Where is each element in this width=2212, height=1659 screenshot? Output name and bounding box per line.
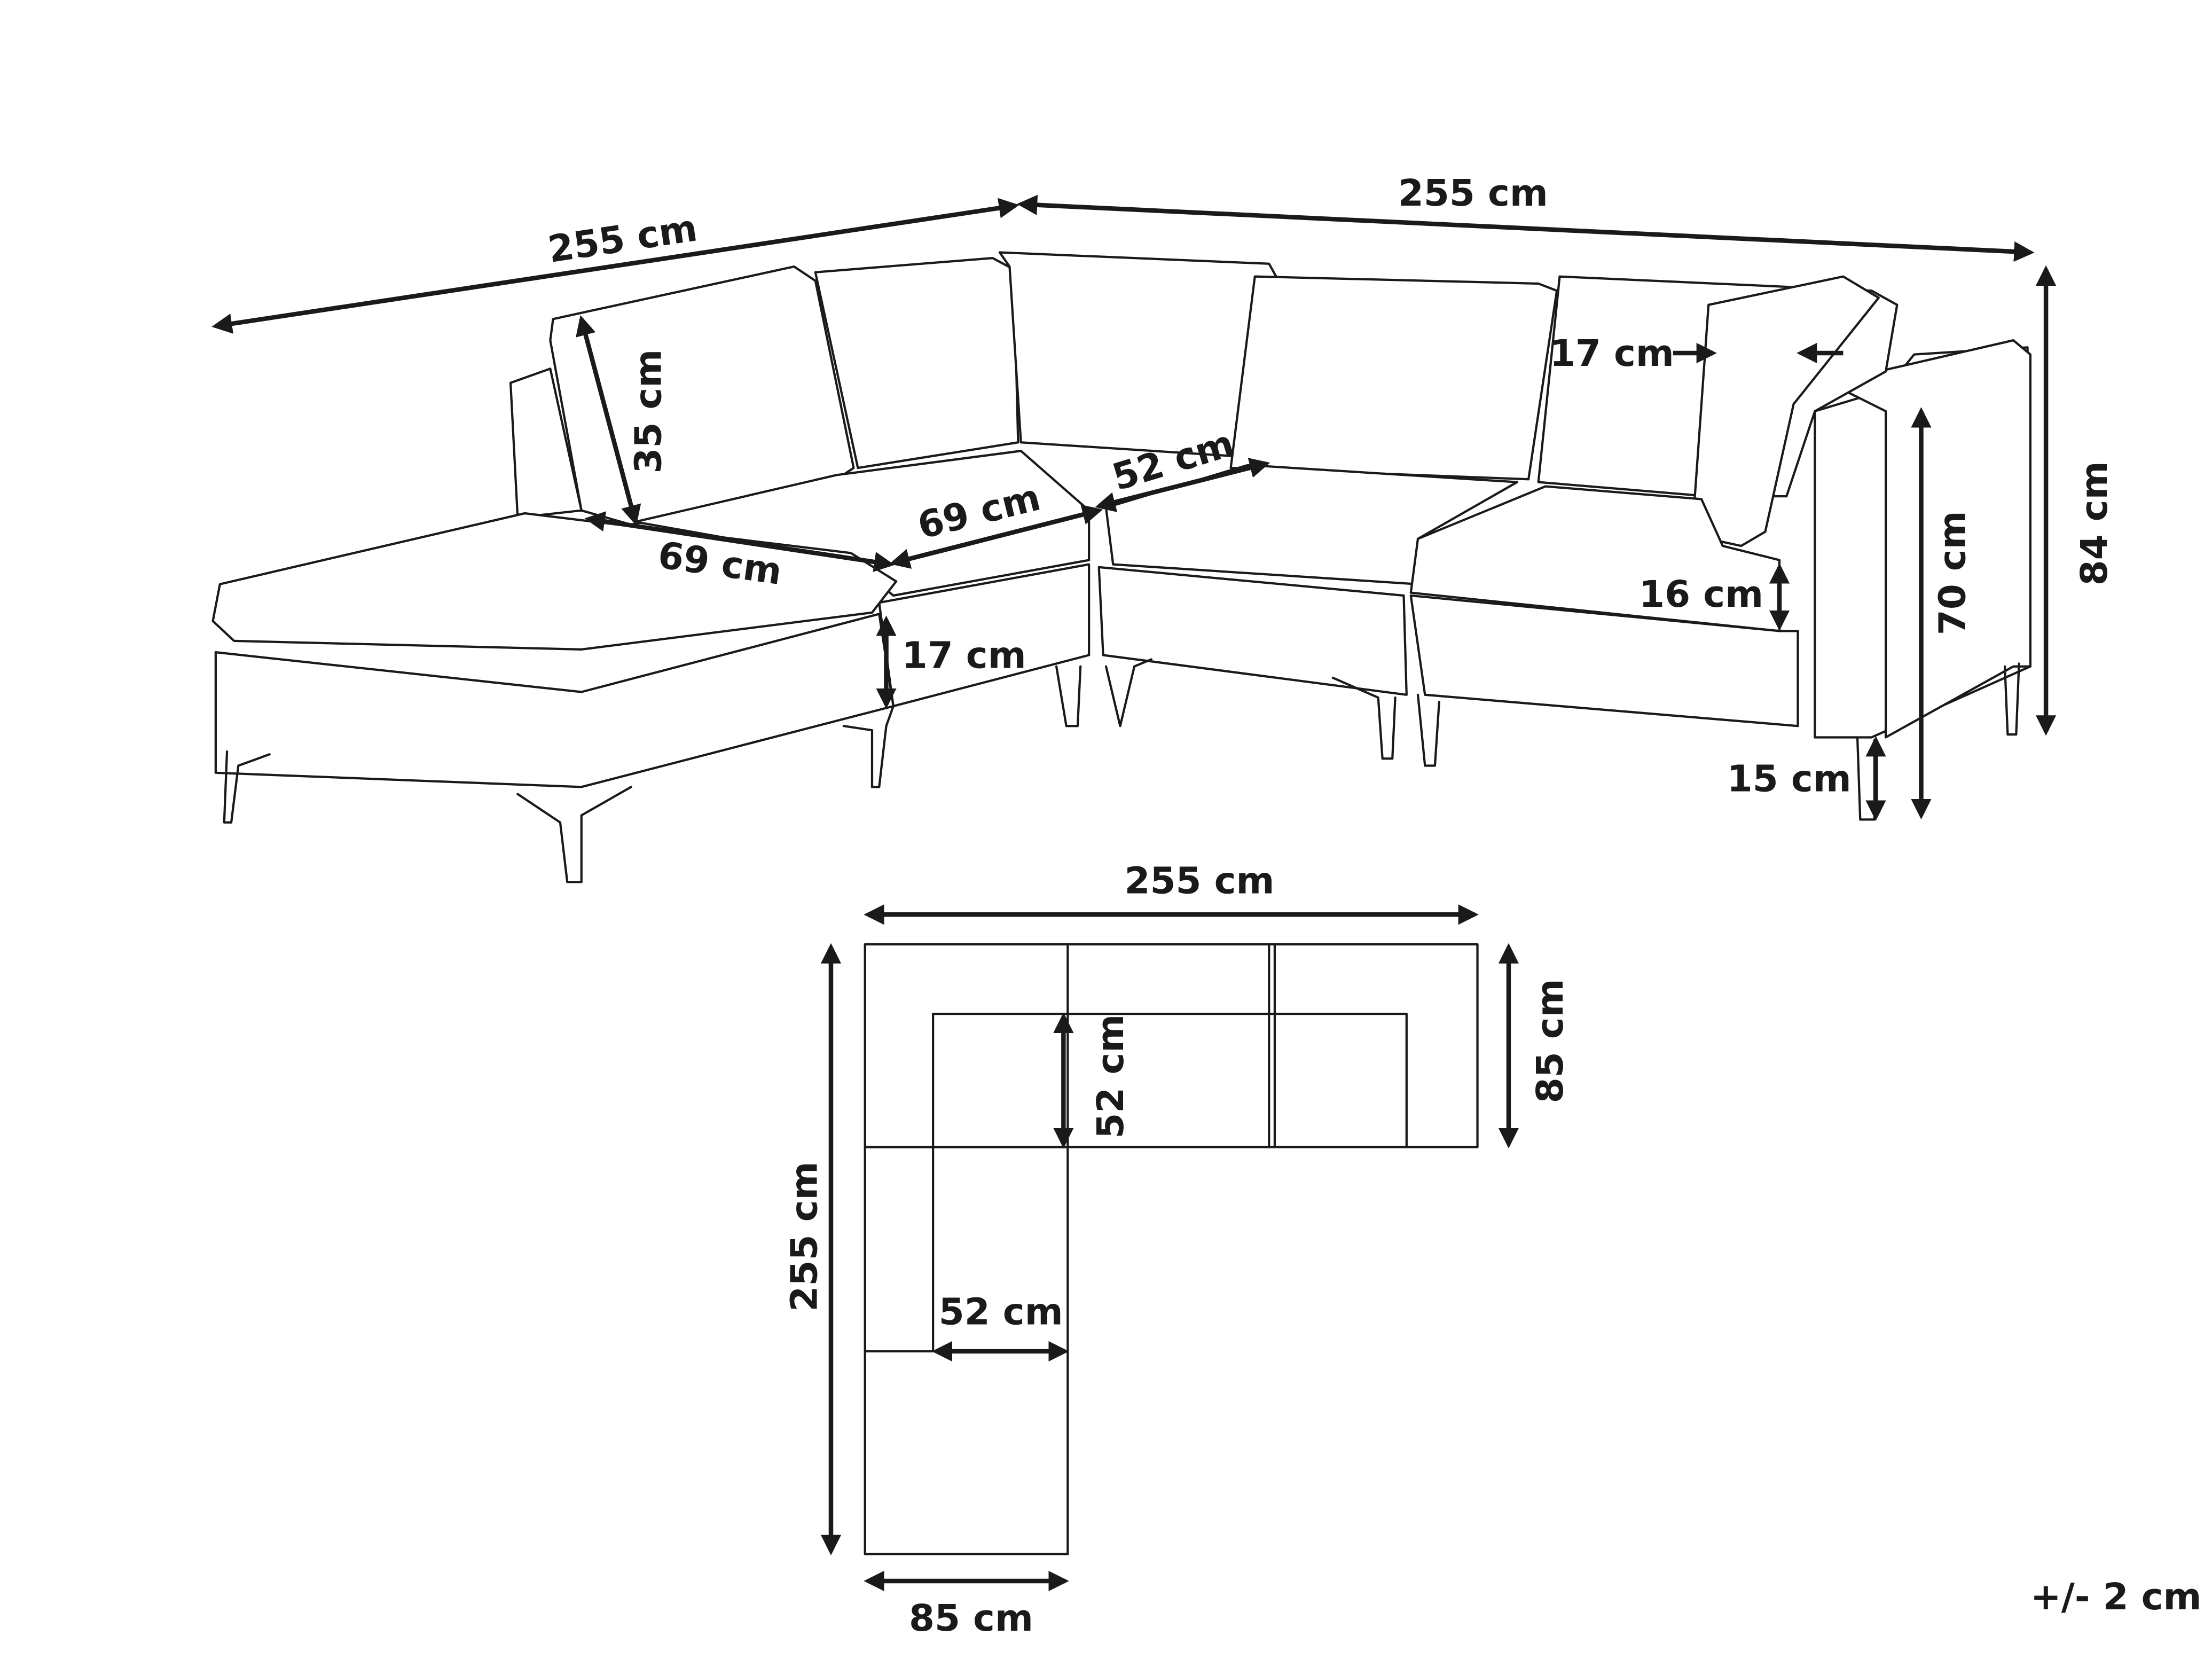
label-plan-right-depth: 85 cm — [1529, 979, 1572, 1103]
perspective-dimension-lines — [211, 194, 2057, 821]
label-plan-inner-depth: 52 cm — [1089, 1014, 1132, 1139]
label-width-left: 255 cm — [545, 207, 700, 271]
label-seat-cushion-height: 16 cm — [1639, 573, 1763, 616]
plan-labels: 255 cm 85 cm 52 cm 255 cm 52 cm 85 cm — [783, 859, 1571, 1639]
plan-dimension-lines — [820, 904, 1519, 1592]
label-pillow-thickness: 17 cm — [1550, 332, 1674, 375]
label-plan-left-length: 255 cm — [783, 1162, 826, 1312]
label-plan-inner-width: 52 cm — [939, 1290, 1063, 1333]
label-base-height: 17 cm — [902, 634, 1026, 677]
perspective-labels: 255 cm 255 cm 35 cm 69 cm 69 cm 52 cm 17… — [545, 172, 2116, 800]
label-total-height: 84 cm — [2073, 461, 2116, 585]
label-plan-top-width: 255 cm — [1125, 859, 1275, 902]
label-back-cushion-height: 35 cm — [627, 349, 670, 474]
label-leg-height: 15 cm — [1727, 757, 1852, 800]
label-plan-bottom-width: 85 cm — [909, 1597, 1033, 1640]
label-seat-height: 70 cm — [1932, 511, 1974, 635]
label-width-right: 255 cm — [1398, 172, 1548, 215]
tolerance-note: +/- 2 cm — [2030, 1576, 2202, 1618]
sofa-plan-drawing — [864, 943, 1479, 1555]
